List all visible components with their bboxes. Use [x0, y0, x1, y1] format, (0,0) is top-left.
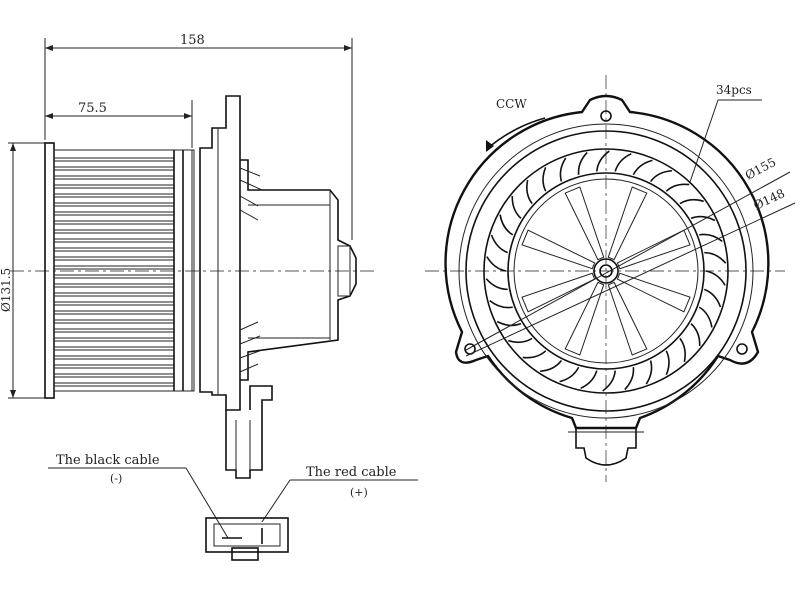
- spoke: [616, 229, 691, 270]
- impeller-blade: [496, 320, 522, 327]
- impeller-blade: [511, 196, 522, 219]
- inner-diameter-leader: [465, 202, 796, 357]
- impeller-blade: [559, 366, 580, 383]
- impeller-blade: [539, 360, 563, 373]
- fan-wheel-outline: [53, 149, 195, 392]
- red-cable-polarity: (+): [350, 486, 368, 499]
- impeller-blade: [486, 256, 507, 272]
- mount-hole-top: [600, 110, 612, 122]
- impeller-blade: [614, 152, 632, 172]
- blade-count-leader: [689, 99, 719, 183]
- arrow-head: [10, 143, 16, 151]
- ccw-arrow-head: [486, 140, 494, 152]
- overall-length-label: 158: [180, 33, 205, 48]
- arrow-head: [10, 390, 16, 398]
- impeller-inner-ring: [507, 172, 705, 370]
- impeller-blade: [632, 159, 653, 176]
- mount-hole-right: [736, 343, 748, 355]
- impeller-blade: [690, 215, 716, 222]
- fan-diameter-label: Ø131.5: [0, 268, 13, 312]
- impeller-blade: [645, 360, 653, 385]
- front-connector: [575, 428, 637, 466]
- impeller-blade: [508, 337, 533, 344]
- housing-outline: [444, 94, 770, 430]
- fan-end-plate: [44, 142, 55, 399]
- housing-inner-ring: [465, 130, 747, 412]
- impeller-blade: [704, 251, 727, 264]
- spokes: [521, 186, 691, 356]
- impeller-blade: [699, 233, 723, 242]
- impeller-blade: [490, 234, 509, 254]
- rotation-label: CCW: [496, 97, 527, 111]
- impeller-blade: [542, 166, 547, 192]
- impeller-blade: [485, 278, 508, 291]
- impeller-blade: [665, 183, 690, 192]
- black-cable-polarity: (-): [110, 472, 122, 485]
- impeller-blade: [499, 214, 514, 236]
- spoke: [607, 281, 648, 356]
- spoke: [564, 186, 605, 261]
- motor-end-cap: [337, 245, 351, 297]
- impeller-blade: [705, 270, 726, 286]
- outer-diameter-label: Ø155: [743, 155, 778, 183]
- outer-diameter-leader: [465, 171, 791, 351]
- impeller-blade: [559, 157, 567, 182]
- black-cable-label: The black cable: [56, 453, 160, 468]
- connector-latch: [231, 547, 259, 561]
- arrow-head: [184, 113, 192, 119]
- side-view: 158 75.5 Ø131.5: [0, 33, 375, 479]
- impeller-blade: [698, 306, 713, 328]
- spoke: [607, 186, 648, 261]
- front-view: CCW 34pcs Ø155 Ø148: [425, 75, 796, 482]
- red-cable-leader: [261, 479, 291, 523]
- housing-flange: [199, 95, 241, 411]
- impeller-outer-ring: [483, 148, 729, 394]
- impeller-blade: [489, 300, 513, 309]
- arrow-head: [344, 45, 352, 51]
- spoke: [521, 272, 596, 313]
- fan-length-label: 75.5: [78, 101, 107, 116]
- impeller-blade: [580, 370, 598, 390]
- cooling-fins: [239, 167, 263, 373]
- fan-blades: [54, 157, 174, 387]
- impeller-blade: [602, 370, 617, 392]
- impeller-blade: [522, 350, 547, 359]
- shaft: [599, 264, 613, 278]
- housing-outer-ring: [458, 123, 754, 419]
- arrow-head: [45, 45, 53, 51]
- hub-ring: [513, 178, 699, 364]
- impeller-blade: [577, 151, 588, 175]
- impeller-blade: [665, 350, 670, 376]
- black-cable-leader: [185, 467, 229, 539]
- spoke: [616, 272, 691, 313]
- impeller-blade: [703, 288, 722, 308]
- impeller-blade: [679, 337, 686, 363]
- arrow-head: [45, 113, 53, 119]
- impeller-blade: [526, 179, 533, 205]
- cable-connector-detail: The black cable (-) The red cable (+): [48, 453, 418, 561]
- impeller-blades: [485, 150, 727, 392]
- impeller-blade: [595, 150, 610, 172]
- impeller-blade: [690, 323, 701, 346]
- red-cable-label: The red cable: [306, 465, 397, 480]
- spoke: [521, 229, 596, 270]
- impeller-blade: [679, 198, 704, 205]
- spoke: [564, 281, 605, 356]
- motor-body: [240, 159, 357, 381]
- impeller-blade: [624, 367, 635, 391]
- connector-inner: [213, 523, 281, 547]
- blade-count-label: 34pcs: [716, 83, 752, 97]
- impeller-blade: [649, 169, 673, 182]
- ccw-arc: [487, 117, 546, 149]
- connector-body: [205, 517, 289, 553]
- side-connector: [225, 385, 273, 479]
- hub: [593, 258, 619, 284]
